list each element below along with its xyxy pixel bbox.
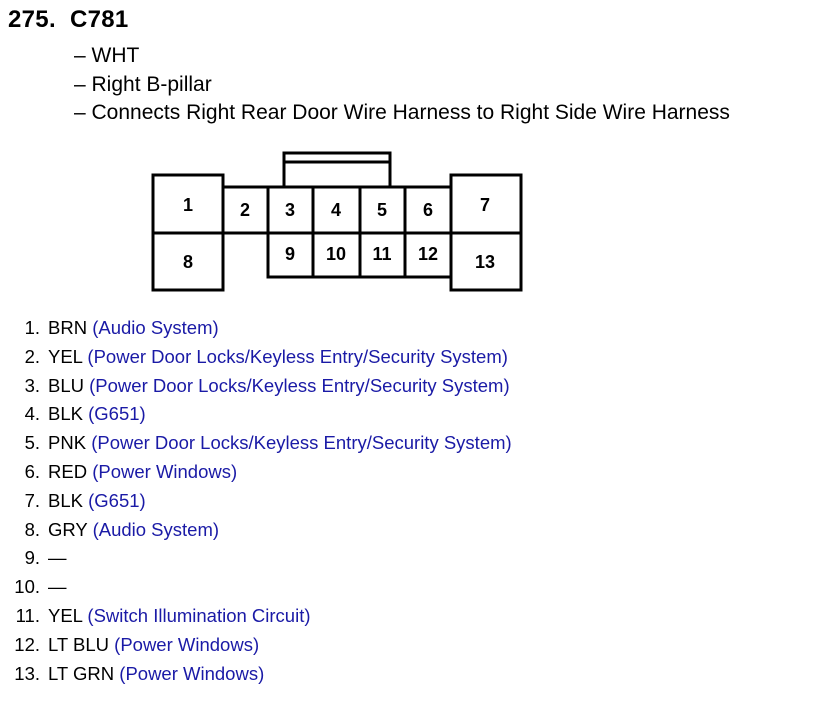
pin-label-7: 7 xyxy=(479,195,490,215)
pin-row-2: 2. YEL (Power Door Locks/Keyless Entry/Se… xyxy=(0,343,512,372)
pin-label-11: 11 xyxy=(372,244,392,264)
pin-row-6: 6. RED (Power Windows) xyxy=(0,458,512,487)
pin-index: 2. xyxy=(24,345,40,367)
pin-index: 9. xyxy=(24,547,40,569)
wire-color: RED xyxy=(48,460,88,482)
circuit-link[interactable]: (Audio System) xyxy=(92,317,219,338)
pin-row-13: 13. LT GRN (Power Windows) xyxy=(0,660,512,689)
pin-row-4: 4. BLK (G651) xyxy=(0,400,512,429)
connector-details: – WHT – Right B-pillar – Connects Right … xyxy=(74,42,730,128)
wire-color: YEL xyxy=(48,345,83,367)
wire-color: GRY xyxy=(48,518,88,540)
pin-label-5: 5 xyxy=(376,200,387,220)
wire-color: LT GRN xyxy=(48,662,115,684)
pin-label-1: 1 xyxy=(182,195,193,215)
pin-index: 8. xyxy=(24,518,40,540)
pin-label-9: 9 xyxy=(284,244,295,264)
pin-label-6: 6 xyxy=(422,200,433,220)
pin-row-10: 10. — xyxy=(0,573,512,602)
circuit-link[interactable]: (Power Windows) xyxy=(114,633,260,655)
pin-index: 3. xyxy=(24,374,40,396)
pin-list: 1. BRN (Audio System) 2. YEL (Power Door L… xyxy=(0,314,512,689)
circuit-link[interactable]: (Power Door Locks/Keyless Entry/Security… xyxy=(91,432,512,454)
pin-label-8: 8 xyxy=(182,252,193,272)
locking-tab xyxy=(282,151,392,189)
pin-index: 5. xyxy=(24,432,40,454)
pin-index: 11. xyxy=(15,604,40,626)
connector-color: – WHT xyxy=(74,44,140,67)
connector-location: – Right B-pillar xyxy=(74,72,212,96)
pin-row-8: 8. GRY (Audio System) xyxy=(0,516,512,545)
circuit-link[interactable]: (Power Door Locks/Keyless Entry/Security… xyxy=(89,374,510,396)
pin-index: 13. xyxy=(14,662,40,684)
pin-row-5: 5. PNK (Power Door Locks/Keyless Entry/Se… xyxy=(0,429,512,458)
wire-color: BLK xyxy=(48,403,83,425)
wire-color: BRN xyxy=(48,317,88,338)
wire-color: BLU xyxy=(48,374,84,396)
pin-index: 7. xyxy=(24,489,40,511)
pin-index: 12. xyxy=(14,633,40,655)
pin-label-4: 4 xyxy=(330,200,341,220)
pin-row-9: 9. — xyxy=(0,544,512,573)
circuit-link[interactable]: (G651) xyxy=(88,403,146,425)
pin-label-12: 12 xyxy=(417,244,439,264)
pin-row-11: 11. YEL (Switch Illumination Circuit) xyxy=(0,602,512,631)
wire-color: YEL xyxy=(48,604,83,626)
pin-index: 6. xyxy=(24,460,40,482)
circuit-link[interactable]: (Audio System) xyxy=(92,518,220,540)
pin-row-3: 3. BLU (Power Door Locks/Keyless Entry/Se… xyxy=(0,372,512,401)
connector-id: C781 xyxy=(70,6,129,33)
wire-color: BLK xyxy=(48,489,83,511)
wire-color: — xyxy=(48,547,67,569)
pin-row-1: 1. BRN (Audio System) xyxy=(0,314,512,343)
connector-heading: 275. C781 xyxy=(8,6,129,34)
pin-label-3: 3 xyxy=(284,200,295,220)
wire-color: PNK xyxy=(48,432,87,454)
pin-label-2: 2 xyxy=(239,200,250,220)
connector-number: 275. xyxy=(8,6,56,33)
pin-row-12: 12. LT BLU (Power Windows) xyxy=(0,631,512,660)
wire-color: — xyxy=(48,576,67,598)
pin-index: 4. xyxy=(24,403,40,425)
circuit-link[interactable]: (Power Windows) xyxy=(119,662,265,684)
circuit-link[interactable]: (Power Windows) xyxy=(92,460,238,482)
pin-index: 1. xyxy=(24,317,40,338)
pin-index: 10. xyxy=(14,576,40,598)
circuit-link[interactable]: (G651) xyxy=(88,489,146,511)
pin-label-13: 13 xyxy=(474,252,496,272)
wire-color: LT BLU xyxy=(48,633,110,655)
circuit-link[interactable]: (Power Door Locks/Keyless Entry/Security… xyxy=(87,345,508,367)
pin-row-7: 7. BLK (G651) xyxy=(0,487,512,516)
circuit-link[interactable]: (Switch Illumination Circuit) xyxy=(87,604,311,626)
connector-description: – Connects Right Rear Door Wire Harness … xyxy=(74,101,730,124)
pin-label-10: 10 xyxy=(325,244,347,264)
connector-face-diagram xyxy=(151,151,523,292)
